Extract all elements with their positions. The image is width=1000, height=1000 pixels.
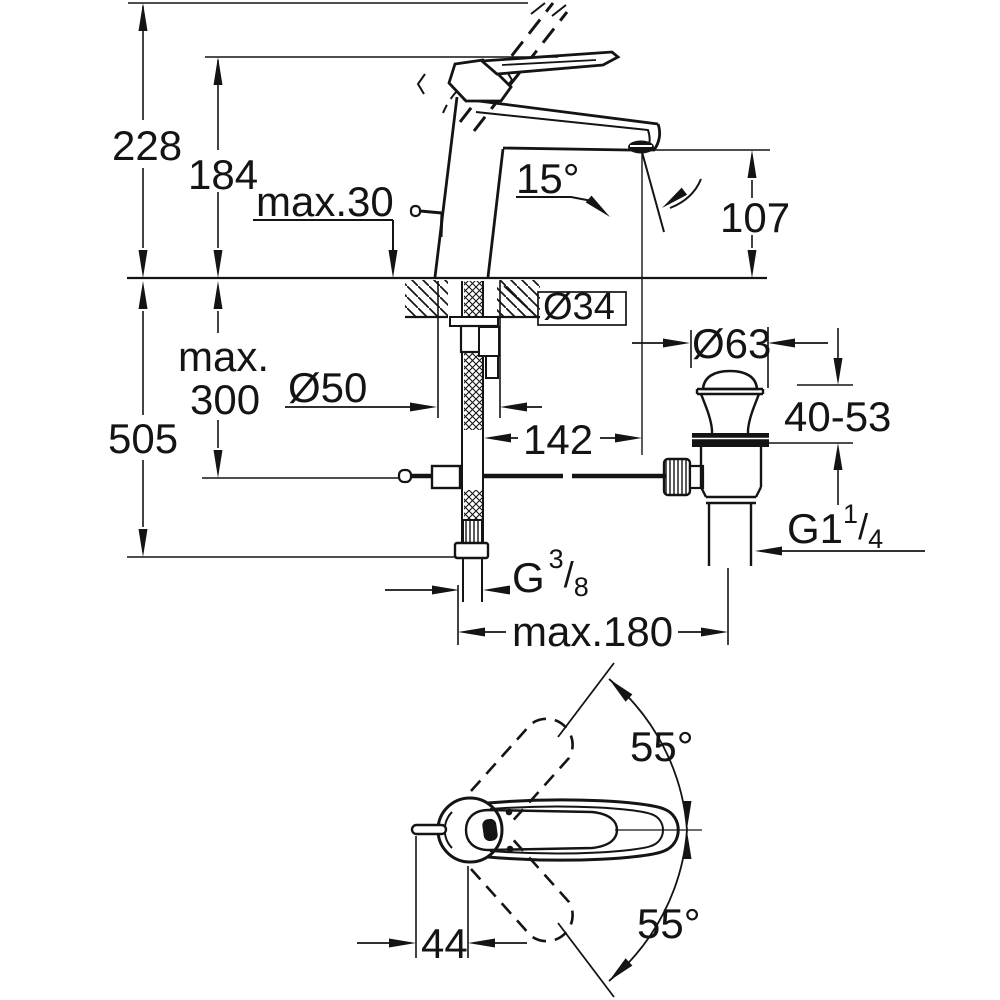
popup-cap-rim [695, 387, 765, 396]
lever-inner-line [501, 59, 597, 66]
hose-ferrule [462, 519, 483, 544]
dim-184-label: 184 [188, 151, 258, 198]
drain-detail [692, 369, 769, 566]
dim-o50-ext [437, 281, 501, 418]
supply-thread-end [462, 558, 483, 602]
body-right-edge [486, 148, 505, 278]
dim-o34-label: Ø34 [543, 286, 615, 328]
dim-15deg-label: 15° [516, 155, 580, 202]
popup-neck [699, 393, 761, 433]
dim-55l-leader [557, 922, 615, 998]
handle-dot-top [505, 808, 513, 816]
handle-swivel-upper-dashed [470, 717, 574, 826]
g114-slash: / [858, 506, 868, 547]
dim-505-label: 505 [108, 415, 178, 462]
g38-base: G [512, 554, 545, 601]
side-view-faucet [409, 2, 662, 278]
handle-slot [482, 818, 498, 842]
dim-o34-leader [503, 285, 539, 319]
clamp-bracket [478, 326, 500, 357]
rod-clamp [430, 464, 462, 490]
pull-rod [419, 209, 444, 238]
dim-o50-label: Ø50 [288, 364, 367, 411]
dim-44-label: 44 [421, 920, 468, 967]
rod-adjuster-knob [662, 457, 692, 497]
dimension-labels: 228 184 max.30 15° 107 max. 300 505 Ø50 … [108, 122, 891, 967]
dimension-annotations [127, 2, 925, 998]
rod-pin-topview [410, 823, 448, 836]
g38-den: 8 [574, 572, 589, 602]
dim-o63-label: Ø63 [692, 320, 771, 367]
rod-adjuster-stem [688, 464, 705, 490]
dim-55u-leader [557, 662, 615, 738]
dim-15deg-curve [669, 178, 702, 209]
spout-angle-line [641, 151, 665, 233]
mounting-washer [449, 316, 499, 327]
dim-max180-ext [457, 568, 729, 645]
under-deck-assembly [397, 280, 705, 602]
popup-cap [701, 369, 759, 391]
dim-55u-label: 55° [630, 723, 694, 770]
dim-55l-label: 55° [637, 900, 701, 947]
dim-max30-label: max.30 [256, 178, 394, 225]
dim-107-label: 107 [720, 194, 790, 241]
dim-44-ext [415, 836, 469, 958]
top-view-handle [410, 717, 702, 943]
rod-end-cap [397, 468, 413, 484]
handle-dot-bottom [506, 845, 514, 853]
clamp-screw [485, 355, 499, 379]
popup-body [699, 447, 763, 566]
pull-rod-knob [409, 204, 422, 218]
dim-228-label: 228 [112, 122, 182, 169]
g114-base: G1 [787, 505, 843, 552]
handle-tip-dashes [530, 2, 567, 17]
popup-gasket [692, 433, 769, 447]
dim-max180-label: max.180 [512, 608, 673, 655]
body-left-edge [433, 96, 459, 278]
deck-hatch-left [405, 280, 448, 317]
dim-max300-label-2: 300 [190, 376, 260, 423]
dim-4053-ref [768, 384, 853, 444]
hose-braid [464, 490, 482, 520]
g38-num: 3 [549, 544, 564, 574]
dim-142-label: 142 [523, 416, 593, 463]
g114-den: 4 [868, 524, 883, 554]
g38-slash: / [564, 554, 574, 595]
supply-nut [453, 541, 490, 560]
body-shoulder [462, 97, 659, 126]
handle-swivel-lower-dashed [470, 834, 574, 943]
g114-num: 1 [843, 499, 858, 529]
dim-max300-label-1: max. [178, 333, 269, 380]
dim-g114-label: G11/4 [787, 499, 883, 554]
dim-o63-ext [690, 327, 769, 388]
dim-15deg-leader [516, 196, 593, 202]
dim-o34-frame [537, 291, 627, 326]
dim-4053-label: 40-53 [784, 393, 891, 440]
body-inner-line [475, 111, 651, 146]
raised-handle-dashes [458, 2, 569, 132]
dim-max30-leader [253, 219, 394, 250]
handle-opening [464, 808, 619, 852]
